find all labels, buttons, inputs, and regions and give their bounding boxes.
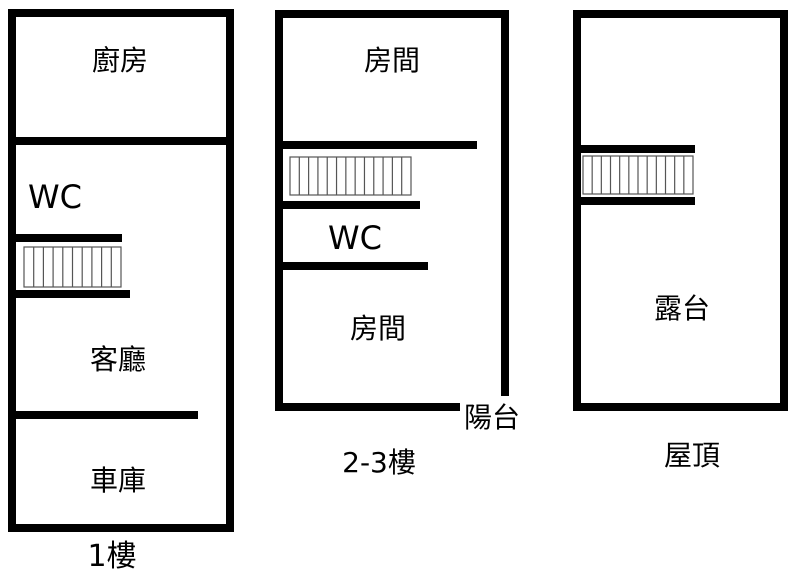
- room-label-balcony: 陽台: [464, 401, 520, 434]
- floor-1-plan: 廚房 WC 客廳 車庫 1樓: [8, 9, 234, 574]
- room-label-garage: 車庫: [90, 464, 146, 497]
- stair-frame: [289, 156, 412, 196]
- room-label-bedroom-upper: 房間: [364, 44, 420, 77]
- floor-2-3-outline: [275, 10, 509, 407]
- rooftop-staircase: [582, 155, 694, 195]
- floor-2-3-plan: 房間 WC 房間 陽台 2-3樓: [275, 10, 520, 479]
- floor-2-3-staircase: [289, 156, 412, 196]
- floor-1-staircase: [23, 246, 122, 288]
- room-label-wc-2f: WC: [328, 219, 382, 257]
- room-label-bedroom-lower: 房間: [350, 312, 406, 345]
- rooftop-outline: [573, 10, 788, 411]
- room-label-kitchen: 廚房: [92, 44, 148, 77]
- room-label-living-room: 客廳: [90, 343, 146, 376]
- room-label-wc-1f: WC: [28, 178, 82, 216]
- floor-1-outline: [8, 9, 234, 532]
- floor-caption-1f: 1樓: [87, 539, 136, 574]
- floor-caption-rooftop: 屋頂: [664, 439, 720, 472]
- rooftop-plan: 露台 屋頂: [573, 10, 788, 472]
- room-label-terrace: 露台: [654, 292, 710, 325]
- floor-caption-2-3f: 2-3樓: [342, 446, 416, 479]
